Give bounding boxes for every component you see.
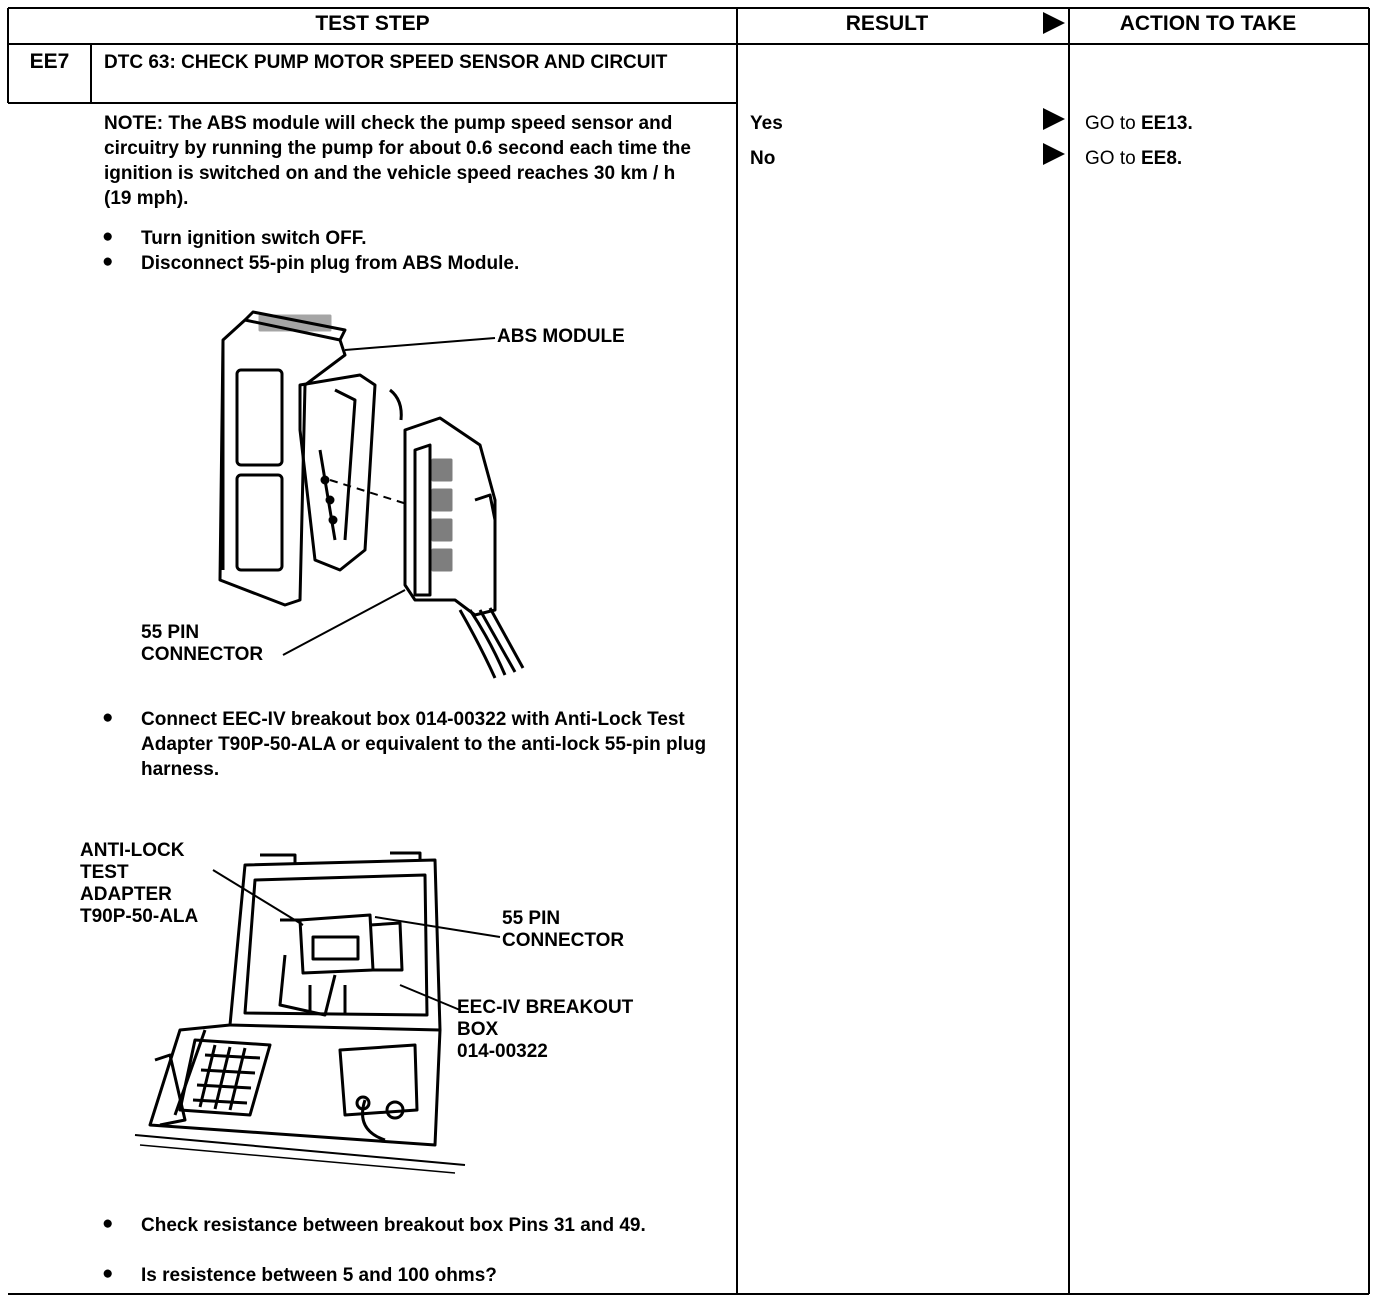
bullet-icon: ●: [102, 226, 114, 247]
step-note: NOTE: The ABS module will check the pump…: [104, 113, 691, 209]
header-action: ACTION TO TAKE: [1119, 12, 1297, 35]
step-title: DTC 63: CHECK PUMP MOTOR SPEED SENSOR AN…: [104, 52, 668, 73]
breakout-box-illustration: [134, 851, 501, 1174]
action-yes: GO to EE13.: [1085, 111, 1193, 136]
action-target: EE13.: [1140, 113, 1193, 134]
action-target: EE8.: [1140, 148, 1183, 169]
result-yes: Yes: [750, 113, 783, 134]
bullet-icon: ●: [102, 251, 114, 272]
anti-lock-adapter-label: ANTI-LOCK TEST ADAPTER T90P-50-ALA: [80, 840, 199, 927]
instruction-item: Turn ignition switch OFF.: [141, 228, 367, 249]
result-arrow-icon: [1043, 108, 1065, 130]
bullet-icon: ●: [102, 1263, 114, 1284]
bullet-icon: ●: [102, 707, 114, 728]
action-no: GO to EE8.: [1085, 146, 1182, 171]
connector-label-2: 55 PIN CONNECTOR: [502, 908, 625, 951]
result-arrow-icon: [1043, 143, 1065, 165]
instruction-item: Connect EEC-IV breakout box 014-00322 wi…: [141, 709, 707, 780]
header-arrow-icon: [1043, 12, 1065, 34]
action-prefix: GO to: [1085, 148, 1141, 169]
step-id: EE7: [29, 50, 70, 73]
instruction-item: Disconnect 55-pin plug from ABS Module.: [141, 253, 520, 274]
breakout-box-label: EEC-IV BREAKOUT BOX 014-00322: [457, 997, 634, 1062]
connector-label-1: 55 PIN CONNECTOR: [141, 622, 264, 665]
header-result: RESULT: [845, 12, 929, 35]
result-no: No: [750, 148, 776, 169]
abs-module-illustration: [218, 310, 525, 679]
action-prefix: GO to: [1085, 113, 1141, 134]
abs-module-label: ABS MODULE: [497, 326, 625, 347]
bullet-icon: ●: [102, 1213, 114, 1234]
header-test-step: TEST STEP: [315, 12, 430, 35]
instruction-item: Check resistance between breakout box Pi…: [141, 1215, 646, 1236]
instruction-question: Is resistence between 5 and 100 ohms?: [141, 1265, 497, 1286]
